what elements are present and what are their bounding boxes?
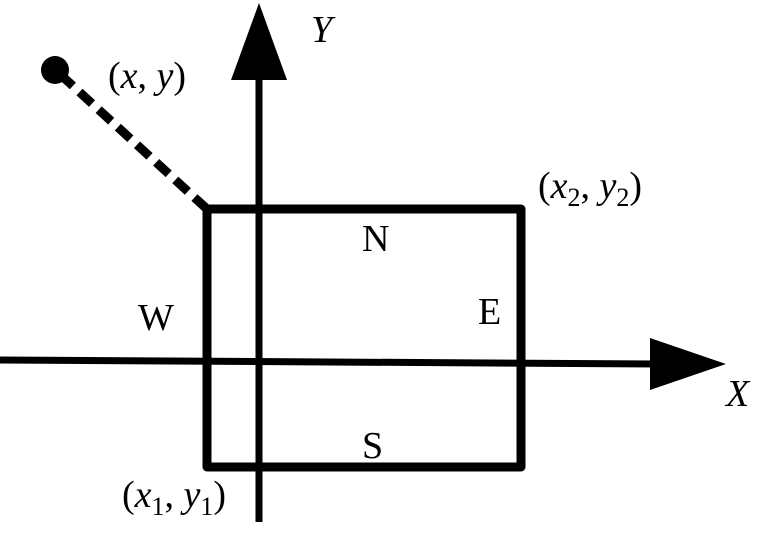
distance-dashed-line — [58, 72, 211, 213]
corner-label-bottom-left: (x1, y1) — [122, 474, 226, 521]
side-label-south: S — [362, 425, 383, 467]
y-axis-label: Y — [311, 9, 336, 51]
corner-label-top-right: (x2, y2) — [538, 165, 642, 212]
x-axis-arrowhead — [650, 338, 726, 390]
y-axis — [231, 3, 287, 522]
x-axis-label: X — [724, 373, 751, 415]
side-label-north: N — [362, 218, 389, 260]
side-label-west: W — [138, 297, 174, 339]
bounding-rectangle — [202, 204, 526, 472]
y-axis-arrowhead — [231, 3, 287, 80]
x-axis-line — [0, 356, 661, 368]
point-marker — [41, 56, 69, 84]
side-label-east: E — [478, 291, 501, 333]
point-label: (x, y) — [108, 55, 186, 97]
x-axis — [0, 338, 726, 390]
